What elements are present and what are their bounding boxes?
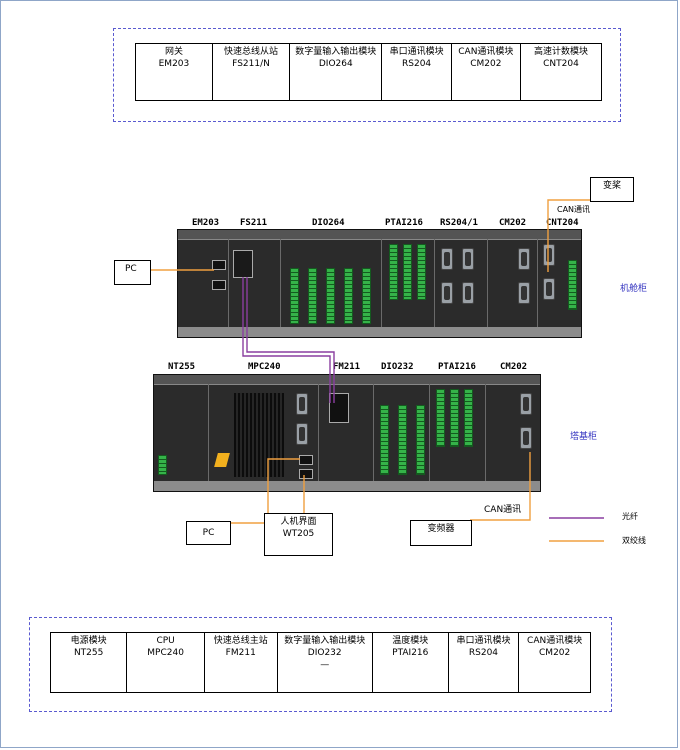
twisted-pair-pitch-cnt204 — [547, 199, 604, 272]
terminal-block-icon — [416, 405, 425, 475]
twisted-pair-pc-mpc240 — [209, 458, 300, 524]
upper-module-name-ptai216: PTAI216 — [385, 218, 423, 228]
hmi-box: 人机界面 WT205 — [264, 513, 333, 556]
lower-module-name-fm211: FM211 — [333, 362, 361, 372]
counter-port-icon — [543, 244, 555, 266]
legend-twisted-pair-label: 双绞线 — [622, 536, 646, 545]
pc-upper-box: PC — [114, 260, 151, 285]
serial-port-icon — [296, 423, 308, 445]
fiber-link-fs211-fm211-b — [246, 277, 335, 403]
terminal-block-icon — [380, 405, 389, 475]
upper-module-name-rs204: RS204/1 — [440, 218, 478, 228]
can-port-icon — [518, 248, 530, 270]
upper-module-name-em203: EM203 — [192, 218, 220, 228]
can-port-icon — [520, 393, 532, 415]
lower-plc-rack — [153, 374, 541, 492]
upper-plc-rack — [177, 229, 582, 338]
serial-port-icon — [296, 393, 308, 415]
ethernet-port-icon — [212, 280, 226, 290]
ethernet-port-icon — [212, 260, 226, 270]
terminal-block-icon — [417, 244, 426, 300]
serial-port-icon — [441, 282, 453, 304]
can-port-icon — [520, 427, 532, 449]
terminal-block-icon — [290, 268, 299, 324]
lower-module-name-dio232: DIO232 — [381, 362, 414, 372]
counter-port-icon — [543, 278, 555, 300]
upper-module-name-cm202: CM202 — [499, 218, 527, 228]
hmi-title: 人机界面 — [280, 517, 317, 527]
terminal-block-icon — [398, 405, 407, 475]
can-label-lower: CAN通讯 — [484, 505, 522, 515]
serial-port-icon — [441, 248, 453, 270]
terminal-block-icon — [344, 268, 353, 324]
terminal-block-icon — [308, 268, 317, 324]
serial-port-icon — [462, 248, 474, 270]
terminal-block-icon — [568, 260, 577, 310]
can-port-icon — [518, 282, 530, 304]
serial-port-icon — [462, 282, 474, 304]
terminal-block-icon — [158, 455, 167, 475]
ethernet-port-icon — [299, 469, 313, 479]
terminal-block-icon — [326, 268, 335, 324]
ethernet-port-icon — [299, 455, 313, 465]
inverter-box: 变频器 — [410, 520, 472, 546]
terminal-block-icon — [389, 244, 398, 300]
tower-base-cabinet-label: 塔基柜 — [570, 432, 598, 442]
pc-lower-box: PC — [186, 521, 231, 545]
terminal-block-icon — [362, 268, 371, 324]
terminal-block-icon — [403, 244, 412, 300]
terminal-block-icon — [450, 389, 459, 447]
twisted-pair-cm202-inverter — [470, 452, 531, 521]
upper-module-name-cnt204: CNT204 — [546, 218, 579, 228]
heatsink-icon — [234, 393, 284, 477]
lower-module-name-cm202: CM202 — [500, 362, 528, 372]
lower-module-name-ptai216: PTAI216 — [438, 362, 476, 372]
upper-module-name-fs211: FS211 — [240, 218, 268, 228]
terminal-block-icon — [464, 389, 473, 447]
hmi-code: WT205 — [282, 529, 315, 539]
nacelle-cabinet-label: 机舱柜 — [620, 284, 648, 294]
upper-module-name-dio264: DIO264 — [312, 218, 345, 228]
pitch-system-box: 变桨 — [590, 177, 634, 202]
fiber-link-fs211-fm211 — [242, 277, 331, 403]
terminal-block-icon — [436, 389, 445, 447]
lower-module-name-nt255: NT255 — [168, 362, 196, 372]
can-label-upper: CAN通讯 — [557, 205, 591, 214]
legend-fiber-label: 光纤 — [622, 512, 638, 521]
lower-module-name-mpc240: MPC240 — [248, 362, 281, 372]
bottom-dashed-box — [29, 617, 612, 712]
top-dashed-box — [113, 28, 621, 122]
